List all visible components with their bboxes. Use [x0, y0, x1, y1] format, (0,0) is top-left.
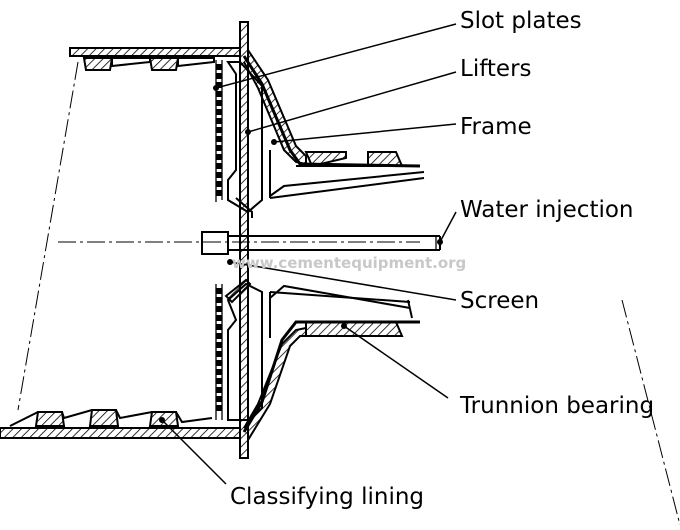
upper-lining-block-1 — [82, 57, 114, 71]
upper-lining-block-2 — [148, 57, 180, 71]
water-injection-pipe — [201, 231, 441, 255]
leader-dot-lifters — [245, 129, 251, 135]
pipe-nozzle-block — [201, 231, 229, 255]
upper-shell — [69, 47, 241, 71]
slot-plate-square — [216, 154, 222, 160]
lower-lifter-chamber — [224, 278, 420, 441]
slot-plate-square — [216, 181, 222, 187]
lower-shell — [0, 409, 241, 439]
lower-outlet-cone-inner — [269, 291, 411, 303]
leader-lifters — [247, 71, 457, 133]
slot-plate-square — [216, 73, 222, 79]
watermark-text: www.cementequipment.org — [232, 254, 466, 272]
leader-dot-water-injection — [437, 239, 443, 245]
lower-shell-wall — [0, 427, 241, 439]
upper-outlet-cone — [269, 171, 425, 197]
slot-plate-square — [216, 369, 222, 375]
leader-screen — [229, 261, 457, 301]
slot-plate-square — [216, 190, 222, 196]
slot-plate-square — [216, 145, 222, 151]
slot-plate-square — [216, 306, 222, 312]
upper-lining-wedge-2 — [177, 57, 215, 68]
leader-lines — [159, 23, 457, 485]
lower-trunnion-block — [305, 321, 404, 337]
leader-trunnion-bearing — [343, 325, 449, 399]
label-screen: Screen — [460, 288, 539, 314]
upper-outlet-cone-inner — [269, 177, 425, 199]
lower-lining-block-2 — [88, 409, 120, 427]
slot-plate-square — [216, 324, 222, 330]
leader-dot-classifying-lining — [159, 417, 165, 423]
lower-outlet-lip — [407, 299, 413, 319]
lower-lining-profile — [9, 409, 213, 427]
leader-slot-plates — [215, 23, 457, 89]
slot-plate-square — [216, 333, 222, 339]
slot-plate-square — [216, 172, 222, 178]
slot-plate-square — [216, 360, 222, 366]
slot-plates — [216, 64, 222, 411]
lower-outlet-cone — [269, 284, 411, 309]
leader-dot-slot-plates — [213, 85, 219, 91]
slot-plate-square — [216, 297, 222, 303]
slot-plate-square — [216, 288, 222, 294]
upper-lifter-outline — [235, 197, 253, 218]
slot-plate-square — [216, 163, 222, 169]
centerline-group — [17, 61, 680, 526]
labels: Slot plates Lifters Frame Water injectio… — [230, 8, 654, 510]
slot-plate-square — [216, 378, 222, 384]
upper-frame-hatched — [243, 49, 307, 166]
slot-plate-square — [216, 127, 222, 133]
leader-water-injection — [439, 211, 457, 243]
slot-plate-square — [216, 351, 222, 357]
upper-lining-wedge — [111, 57, 151, 68]
slot-plate-square — [216, 136, 222, 142]
lower-lining-block-1 — [34, 411, 66, 427]
label-lifters: Lifters — [460, 56, 532, 82]
slot-plate-square — [216, 387, 222, 393]
slot-plate-square — [216, 64, 222, 70]
slot-plate-square — [216, 405, 222, 411]
leader-dot-screen — [227, 259, 233, 265]
slot-plate-square — [216, 100, 222, 106]
label-water-injection: Water injection — [460, 197, 634, 223]
slot-plate-square — [216, 396, 222, 402]
leader-classifying-lining — [161, 419, 227, 485]
upper-trunnion-block-1 — [304, 151, 347, 168]
diaphragm-flange — [239, 21, 249, 459]
lower-screen-wedge — [224, 278, 252, 304]
slot-plate-square — [216, 315, 222, 321]
slot-plate-square — [216, 109, 222, 115]
upper-lifter-chamber — [226, 49, 425, 218]
leader-dot-trunnion-bearing — [341, 323, 347, 329]
leader-frame — [273, 123, 457, 143]
slot-plate-square — [216, 91, 222, 97]
label-slot-plates: Slot plates — [460, 8, 582, 34]
right-dash-dot-line — [621, 299, 680, 526]
slot-plate-square — [216, 118, 222, 124]
left-dash-dot-line — [17, 61, 79, 411]
leader-dot-frame — [271, 139, 277, 145]
slot-plate-square — [216, 342, 222, 348]
label-classifying-lining: Classifying lining — [230, 484, 424, 510]
label-trunnion-bearing: Trunnion bearing — [459, 393, 654, 419]
lower-frame-hatched — [243, 326, 307, 441]
label-frame: Frame — [460, 114, 532, 140]
upper-trunnion-block-2 — [367, 151, 404, 167]
upper-shell-wall — [69, 47, 241, 57]
slot-plate-square — [216, 82, 222, 88]
